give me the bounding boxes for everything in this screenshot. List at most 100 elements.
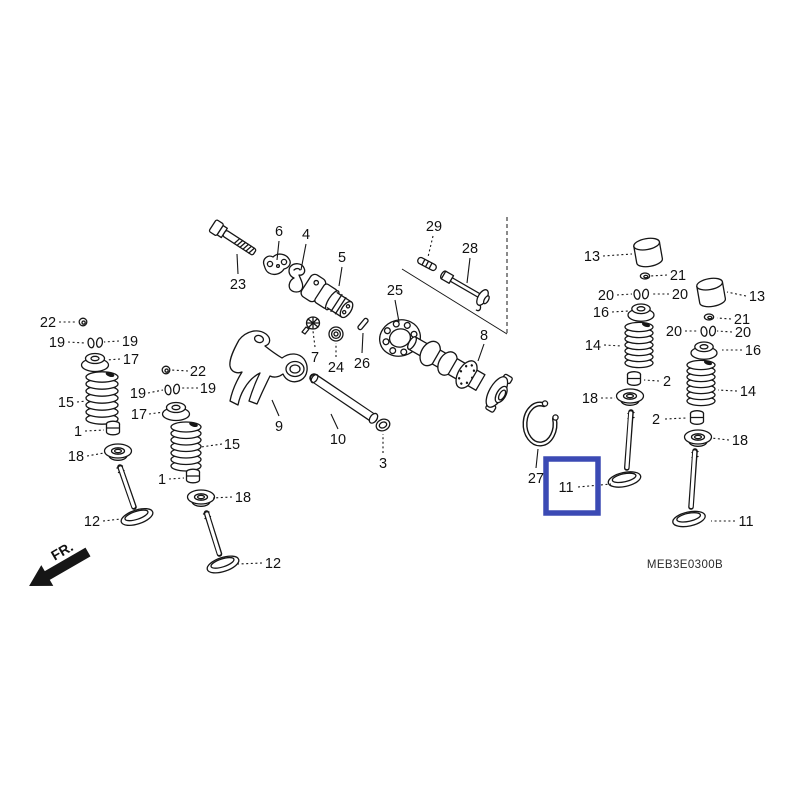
leader-line-19-16	[67, 341, 86, 344]
part-5-cam-assembly-icon	[300, 273, 354, 319]
part-27-snap-ring-icon	[522, 400, 559, 447]
part-14-valve-spring-icon	[686, 359, 716, 407]
part-18-spring-seat-icon	[615, 388, 645, 406]
part-22-shim-icon	[161, 365, 171, 375]
part-label-4[interactable]: 4	[302, 227, 310, 243]
leader-line-10-12	[330, 413, 339, 430]
part-18-spring-seat-icon	[683, 429, 713, 447]
part-label-5[interactable]: 5	[338, 250, 346, 266]
part-11-exhaust-valve-icon	[672, 448, 706, 528]
part-label-1[interactable]: 1	[74, 424, 82, 440]
part-label-13[interactable]: 13	[749, 289, 765, 305]
leader-line-15-27	[200, 443, 223, 448]
part-label-25[interactable]: 25	[387, 283, 403, 299]
leader-line-27-14	[535, 448, 539, 469]
part-label-3[interactable]: 3	[379, 456, 387, 472]
part-label-6[interactable]: 6	[275, 224, 283, 240]
part-6-rocker-piece-icon	[262, 253, 291, 276]
part-label-18[interactable]: 18	[68, 449, 84, 465]
part-label-12[interactable]: 12	[84, 514, 100, 530]
fr-direction-arrow: FR.	[29, 538, 91, 586]
leader-line-14-36	[603, 344, 623, 347]
part-label-20[interactable]: 20	[735, 325, 751, 341]
part-label-19[interactable]: 19	[130, 386, 146, 402]
part-label-16[interactable]: 16	[593, 305, 609, 321]
part-label-19[interactable]: 19	[122, 334, 138, 350]
part-label-17[interactable]: 17	[123, 352, 139, 368]
part-label-18[interactable]: 18	[235, 490, 251, 506]
part-label-11[interactable]: 11	[738, 514, 753, 530]
leader-line-21-32	[650, 274, 668, 277]
leader-line-13-31	[602, 253, 633, 257]
part-7-adjuster-icon	[301, 316, 321, 335]
part-19-cotters-icon	[164, 383, 181, 396]
part-label-7[interactable]: 7	[311, 350, 319, 366]
leader-line-18-29	[212, 496, 233, 499]
part-28-shaft-icon	[439, 270, 490, 312]
part-label-13[interactable]: 13	[584, 249, 600, 265]
highlight-box[interactable]	[543, 456, 601, 516]
part-label-19[interactable]: 19	[49, 335, 65, 351]
part-10-shaft-icon	[309, 373, 379, 424]
part-label-22[interactable]: 22	[190, 364, 206, 380]
part-18-spring-seat-icon	[103, 443, 133, 461]
part-label-26[interactable]: 26	[354, 356, 370, 372]
part-12-intake-valve-icon	[116, 464, 154, 527]
leader-line-2-37	[643, 379, 660, 382]
part-label-16[interactable]: 16	[745, 343, 761, 359]
leader-line-12-30	[237, 562, 263, 565]
part-29-pin-icon	[417, 256, 437, 272]
leader-line-6-1	[276, 240, 280, 261]
part-label-15[interactable]: 15	[224, 437, 240, 453]
part-label-23[interactable]: 23	[230, 277, 246, 293]
leader-line-17-26	[148, 411, 165, 415]
part-label-14[interactable]: 14	[740, 384, 756, 400]
leader-line-11-39	[577, 483, 612, 488]
leader-line-18-21	[86, 452, 105, 457]
leader-line-14-45	[717, 389, 738, 392]
part-label-9[interactable]: 9	[275, 419, 283, 435]
diagram-code: MEB3E0300B	[647, 559, 723, 571]
part-label-12[interactable]: 12	[265, 556, 281, 572]
part-13-tappet-icon	[633, 237, 664, 268]
part-label-22[interactable]: 22	[40, 315, 56, 331]
part-14-valve-spring-icon	[624, 321, 654, 369]
leader-line-13-40	[726, 291, 747, 297]
leader-line-12-22	[102, 518, 122, 522]
part-18-spring-seat-icon	[186, 489, 216, 507]
part-19-cotters-icon	[87, 337, 104, 349]
part-label-18[interactable]: 18	[732, 433, 748, 449]
part-22-shim-icon	[78, 317, 88, 327]
leader-line-22-23	[171, 369, 189, 372]
part-label-14[interactable]: 14	[585, 338, 601, 354]
part-label-24[interactable]: 24	[328, 360, 344, 376]
part-4-link-icon	[288, 263, 306, 293]
leader-line-26-10	[361, 332, 364, 354]
part-24-nut-icon	[328, 326, 344, 342]
part-label-27[interactable]: 27	[528, 471, 544, 487]
part-label-21[interactable]: 21	[670, 268, 686, 284]
part-label-11-highlighted[interactable]: 11	[558, 480, 573, 496]
part-label-15[interactable]: 15	[58, 395, 74, 411]
leader-line-28-6	[466, 257, 471, 284]
part-20-cotters-icon	[700, 325, 717, 337]
part-label-20[interactable]: 20	[598, 288, 614, 304]
part-label-18[interactable]: 18	[582, 391, 598, 407]
part-label-2[interactable]: 2	[663, 374, 671, 390]
part-label-20[interactable]: 20	[672, 287, 688, 303]
part-13-tappet-icon	[696, 277, 727, 308]
leader-line-5-3	[338, 266, 343, 287]
part-label-19[interactable]: 19	[200, 381, 216, 397]
part-label-28[interactable]: 28	[462, 241, 478, 257]
part-label-1[interactable]: 1	[158, 472, 166, 488]
part-12-intake-valve-icon	[202, 510, 240, 574]
part-label-2[interactable]: 2	[652, 412, 660, 428]
part-label-21[interactable]: 21	[734, 312, 750, 328]
part-label-20[interactable]: 20	[666, 324, 682, 340]
part-label-17[interactable]: 17	[131, 407, 147, 423]
part-label-29[interactable]: 29	[426, 219, 442, 235]
part-label-10[interactable]: 10	[330, 432, 346, 448]
part-label-8[interactable]: 8	[480, 328, 488, 344]
leader-line-4-2	[300, 243, 307, 271]
